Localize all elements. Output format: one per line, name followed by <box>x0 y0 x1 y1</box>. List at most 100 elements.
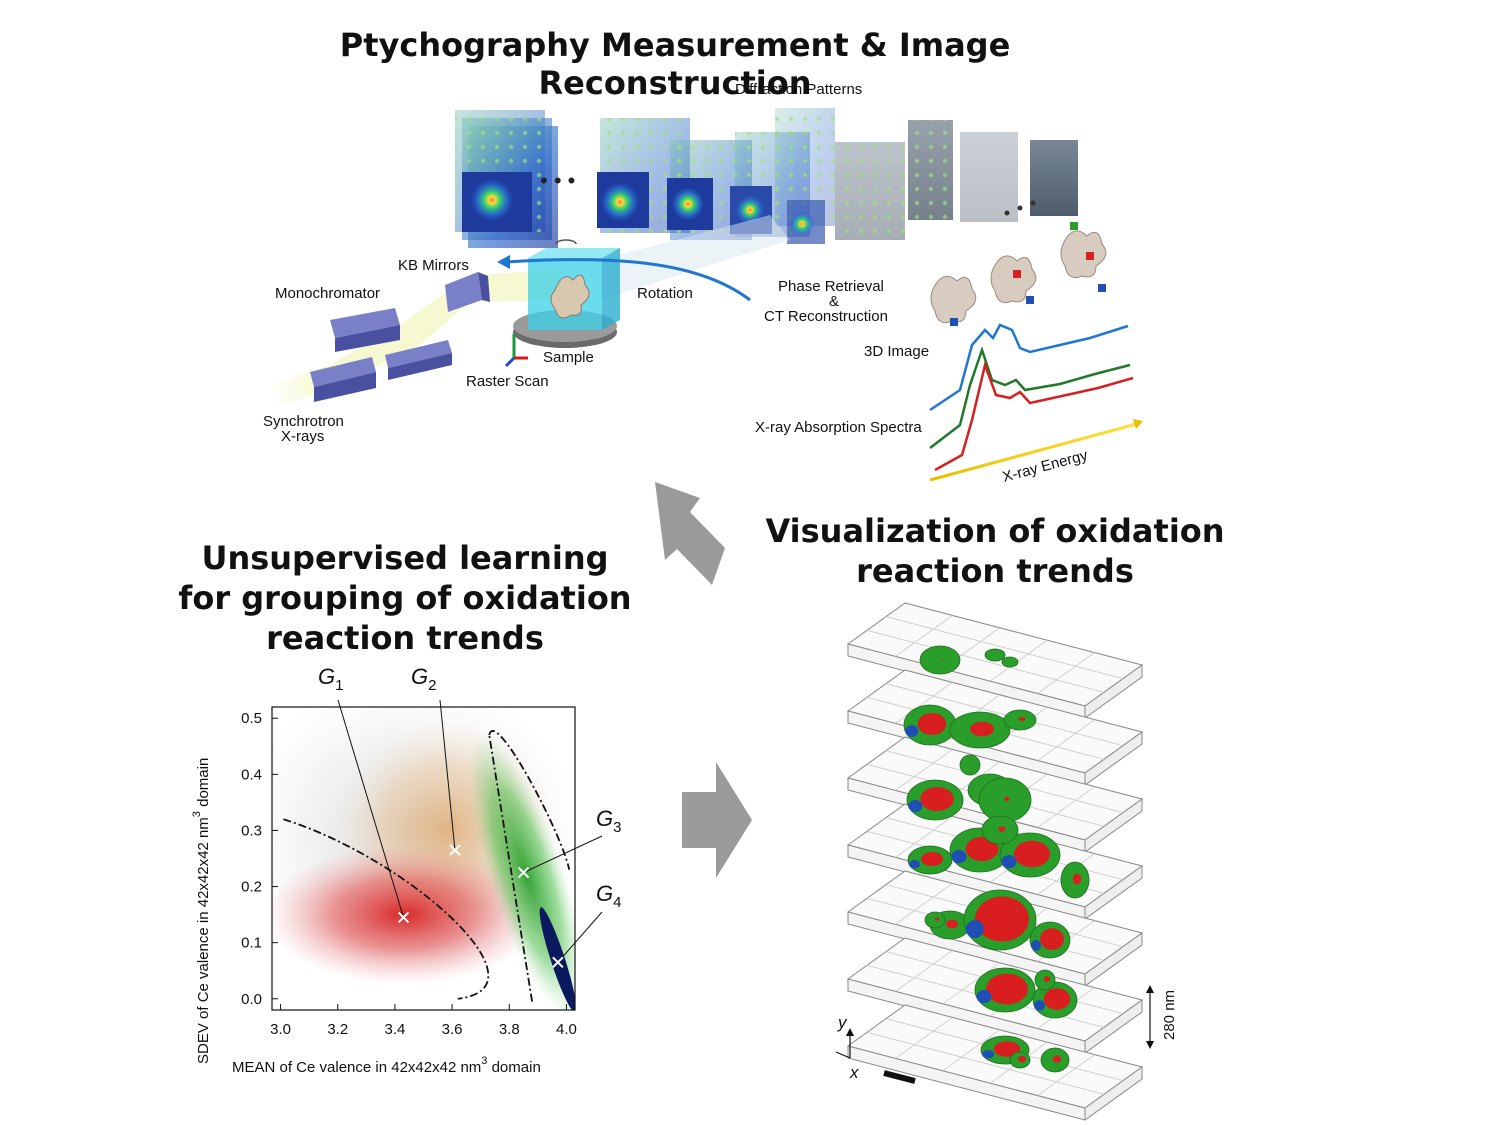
region-blue <box>1034 1000 1046 1011</box>
region-blue <box>982 1050 995 1059</box>
group-leader-line <box>523 835 603 873</box>
grid-line <box>895 816 953 858</box>
phase-retrieval-label: Phase Retrieval <box>778 278 884 295</box>
energy-arrowhead <box>1133 419 1143 429</box>
grid-line <box>989 639 1048 682</box>
y-tick-label: 0.5 <box>241 710 262 727</box>
x-tick-label: 3.6 <box>442 1021 463 1038</box>
grid-line <box>895 1017 953 1059</box>
top-title: Ptychography Measurement & Image Reconst… <box>339 26 1011 102</box>
y-tick-label: 0.2 <box>241 879 262 896</box>
grid-line <box>895 682 953 724</box>
grid-line <box>866 1031 1105 1095</box>
left-title-line: reaction trends <box>266 619 544 657</box>
region-red <box>1018 717 1026 721</box>
image-3d-label: 3D Image <box>864 343 929 360</box>
right-title-line: reaction trends <box>856 552 1134 590</box>
rotation-arrow <box>504 258 751 302</box>
raster-scan-label: Raster Scan <box>466 373 549 390</box>
detector-stack-mid <box>597 108 835 244</box>
boundary-g2-g3 <box>488 734 534 1002</box>
region-green <box>984 648 1006 662</box>
group-leader-line <box>337 699 404 918</box>
region-green <box>924 911 946 929</box>
xas-label: X-ray Absorption Spectra <box>755 419 922 436</box>
grid-line <box>885 616 1124 680</box>
grid-line <box>1037 652 1095 694</box>
region-red <box>1004 796 1010 802</box>
region-blue <box>1031 940 1041 951</box>
region-blue <box>976 990 992 1004</box>
region-blue <box>908 800 923 812</box>
x-axis-arrow <box>835 1051 851 1059</box>
thickness-label: 280 nm <box>1161 990 1178 1040</box>
grid-line <box>895 615 953 657</box>
grid-line <box>942 962 1001 1005</box>
x-axis-label: MEAN of Ce valence in 42x42x42 nm3 domai… <box>232 1055 541 1076</box>
grid-line <box>1037 786 1095 828</box>
region-red <box>920 787 954 811</box>
g1-cloud <box>272 844 544 985</box>
centroid-marker <box>449 844 461 856</box>
region-blue <box>905 725 919 737</box>
grid-line <box>895 749 953 791</box>
region-red <box>1052 1055 1062 1063</box>
xas-spectra <box>929 323 1134 472</box>
rotation-arrowhead <box>497 255 510 269</box>
diffraction-patterns-label: Diffraction Patterns <box>735 81 862 98</box>
monochromator-label: Monochromator <box>275 285 380 302</box>
energy-axis <box>929 421 1141 482</box>
region-red <box>1040 928 1064 950</box>
region-red <box>986 973 1028 1005</box>
kb-mirrors-label: KB Mirrors <box>398 257 469 274</box>
group-leader-line <box>439 699 456 851</box>
y-tick-label: 0.4 <box>241 766 262 783</box>
y-tick-label: 0.1 <box>241 935 262 952</box>
region-red <box>998 826 1006 832</box>
region-red <box>970 721 994 737</box>
y-tick-label: 0.3 <box>241 822 262 839</box>
x-tick-label: 3.4 <box>384 1021 405 1038</box>
region-blue <box>951 850 967 864</box>
grid-line <box>895 950 953 992</box>
region-red <box>921 852 943 866</box>
ct-reconstruction-label: CT Reconstruction <box>764 308 888 325</box>
boundary-g3-outer <box>488 730 571 870</box>
axis-y-label: y <box>837 1013 848 1032</box>
sample-stage <box>504 239 620 368</box>
right-title: Visualization of oxidation reaction tren… <box>760 511 1230 591</box>
centroid-marker <box>552 956 564 969</box>
scale-bar <box>883 1070 916 1084</box>
detector-stack-left <box>455 110 558 248</box>
reconstruction-3d-images <box>930 222 1107 326</box>
region-red <box>1043 988 1071 1010</box>
x-tick-label: 3.0 <box>270 1021 291 1038</box>
centroid-marker <box>397 911 410 924</box>
monochromator <box>310 308 452 402</box>
region-green <box>1001 656 1019 668</box>
region-blue <box>1001 855 1017 869</box>
plot-frame <box>271 706 576 1011</box>
xrays-label: X-rays <box>281 428 324 445</box>
y-axis-label: SDEV of Ce valence in 42x42x42 nm3 domai… <box>191 758 212 1064</box>
boundary-g1 <box>283 818 490 1000</box>
grid-line <box>942 1029 1001 1072</box>
region-red <box>965 836 999 862</box>
axis-x-label: x <box>849 1063 859 1082</box>
region-green <box>959 754 981 776</box>
grid-line <box>895 883 953 925</box>
region-red <box>917 713 947 735</box>
left-title: Unsupervised learning for grouping of ox… <box>150 538 660 658</box>
region-red <box>941 658 943 660</box>
region-blue <box>909 860 921 869</box>
phase-amp-label: & <box>829 293 839 310</box>
region-blue <box>965 920 984 938</box>
detector-stack-right <box>835 120 1078 240</box>
grid-line <box>1037 719 1095 761</box>
region-red <box>975 896 1029 942</box>
sample-label: Sample <box>543 349 594 366</box>
oxidation-regions <box>903 645 1090 1073</box>
region-red <box>1044 976 1050 982</box>
